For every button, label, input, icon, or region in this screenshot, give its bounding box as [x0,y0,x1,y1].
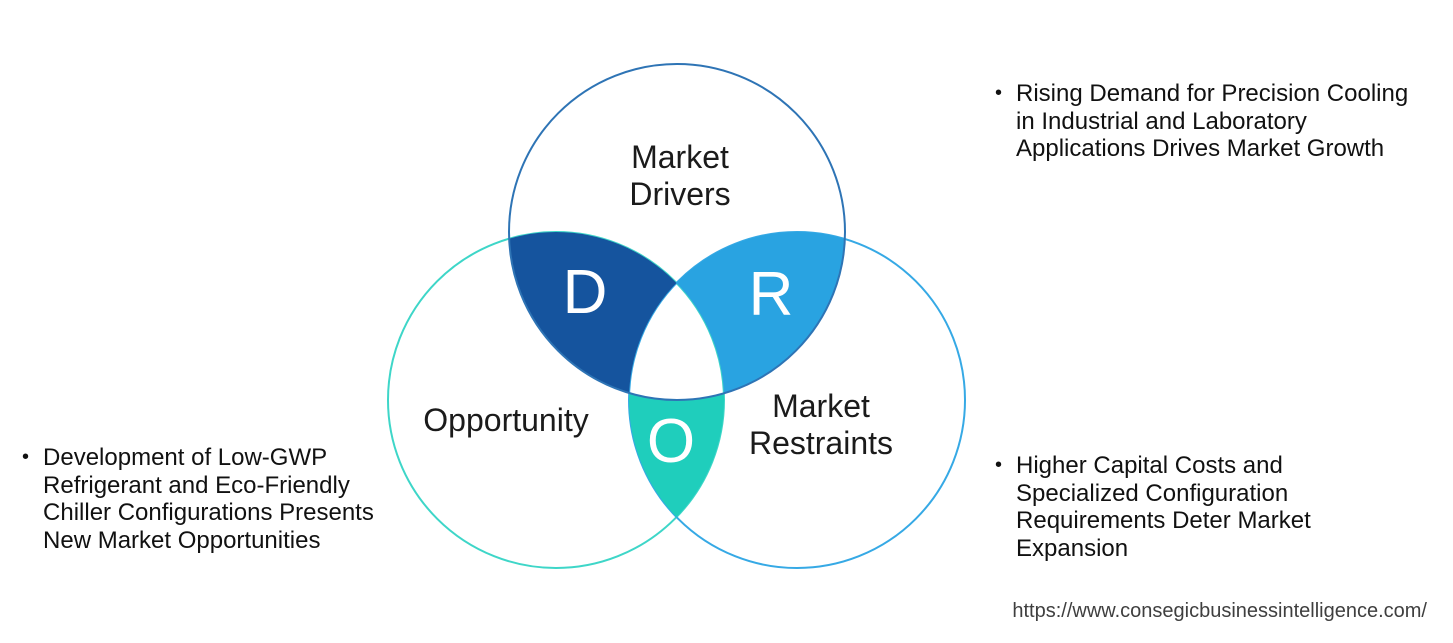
restraints-bullet-line2: Specialized Configuration [1016,479,1289,507]
restraints-label-line2: Restraints [748,425,894,461]
drivers-bullet-text: Rising Demand for Precision Cooling in I… [1016,80,1408,163]
drivers-bullet-marker: • [995,82,1003,104]
opportunity-bullet-line2: Refrigerant and Eco-Friendly [43,471,350,499]
restraints-bullet-line3: Requirements Deter Market [1016,507,1311,534]
region-d-letter: D [562,258,608,327]
opportunity-bullet: • Development of Low-GWP Refrigerant and… [22,444,402,554]
source-url: https://www.consegicbusinessintelligence… [1012,600,1427,622]
opportunity-bullet-marker: • [22,446,30,468]
region-d-fill [509,232,724,400]
region-r-letter: R [748,260,794,329]
drivers-bullet-line2: in Industrial and Laboratory [1016,107,1307,135]
drivers-circle-label: Market Drivers [629,139,730,213]
restraints-bullet-line4: Expansion [1016,534,1129,562]
restraints-bullet-marker: • [995,454,1003,476]
restraints-label-line1: Market [772,388,870,424]
drivers-bullet: • Rising Demand for Precision Cooling in… [995,80,1425,163]
restraints-bullet-text: Higher Capital Costs and Specialized Con… [1016,452,1311,562]
opportunity-bullet-line1: Development of Low-GWP [43,444,328,471]
drivers-label-line1: Market [631,139,729,175]
region-o-letter: O [646,407,696,476]
opportunity-bullet-line3: Chiller Configurations Presents [43,499,374,526]
drivers-bullet-line3: Applications Drives Market Growth [1016,135,1385,162]
region-r-fill [629,232,845,400]
drivers-bullet-line1: Rising Demand for Precision Cooling [1016,80,1409,107]
opportunity-circle-label: Opportunity [423,402,588,439]
restraints-bullet: • Higher Capital Costs and Specialized C… [995,452,1425,562]
opportunity-bullet-line4: New Market Opportunities [43,526,321,554]
opportunity-bullet-text: Development of Low-GWP Refrigerant and E… [43,444,374,554]
restraints-circle-label: Market Restraints [749,388,893,462]
drivers-label-line2: Drivers [629,176,731,212]
opportunity-label-line1: Opportunity [423,402,589,438]
drivers-circle-outline [508,63,846,401]
restraints-bullet-line1: Higher Capital Costs and [1016,452,1283,479]
